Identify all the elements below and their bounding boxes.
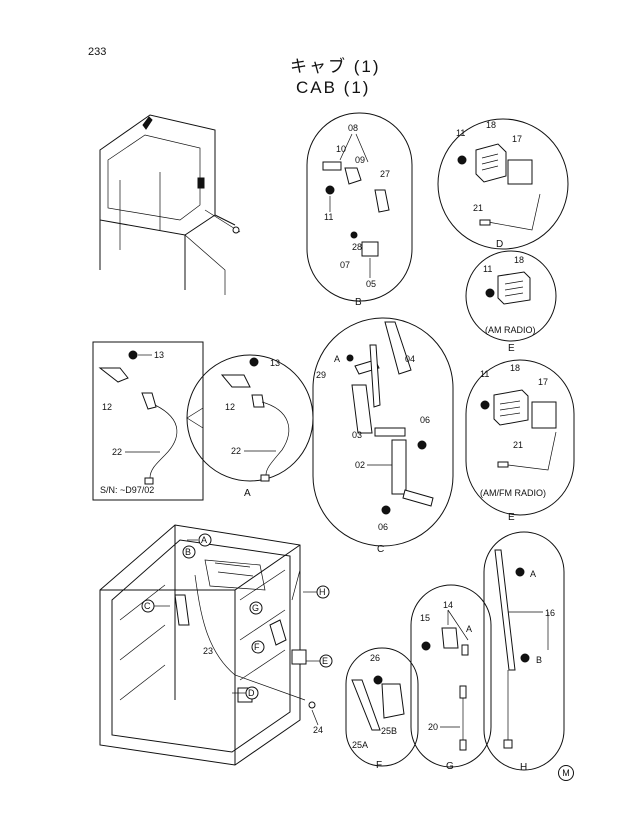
callout-h-b: B xyxy=(536,655,542,665)
callout-e2-18: 18 xyxy=(510,363,520,373)
callout-c-a: A xyxy=(334,354,340,364)
section-flags: A B C D E F G H xyxy=(141,533,333,700)
detail-a-label: A xyxy=(244,488,251,499)
detail-b: 08 10 09 27 11 07 28 05 B xyxy=(306,112,413,308)
callout-08: 08 xyxy=(348,123,358,133)
callout-c-06a: 06 xyxy=(420,415,430,425)
flag-h: H xyxy=(319,587,326,597)
callout-f-26: 26 xyxy=(370,653,380,663)
callout-f-25a: 25A xyxy=(352,740,368,750)
detail-g-label: G xyxy=(446,761,454,772)
detail-e2-label: E xyxy=(508,512,515,523)
callout-a-13: 13 xyxy=(270,358,280,368)
callout-box-12: 12 xyxy=(102,402,112,412)
callout-11: 11 xyxy=(324,212,333,222)
callout-h-16: 16 xyxy=(545,608,555,618)
callout-e2-11: 11 xyxy=(480,369,489,379)
callout-07: 07 xyxy=(340,260,350,270)
callout-g-14: 14 xyxy=(443,600,453,610)
callout-main-23: 23 xyxy=(203,646,213,656)
callout-09: 09 xyxy=(355,155,365,165)
callout-05: 05 xyxy=(366,279,376,289)
cab-overview-top xyxy=(99,114,241,295)
flag-c: C xyxy=(144,601,151,611)
detail-h: A 16 B H xyxy=(483,531,565,773)
callout-a-12: 12 xyxy=(225,402,235,412)
detail-a: 13 12 22 A xyxy=(186,354,314,499)
callout-c-03: 03 xyxy=(352,430,362,440)
callout-c-02: 02 xyxy=(355,460,365,470)
callout-h-a: A xyxy=(530,569,536,579)
callout-d-17: 17 xyxy=(512,134,522,144)
flag-b: B xyxy=(185,547,191,557)
callout-28: 28 xyxy=(352,242,362,252)
detail-f-label: F xyxy=(376,760,382,771)
callout-a-22: 22 xyxy=(231,446,241,456)
cab-overview-main: 23 24 xyxy=(99,524,323,766)
callout-g-a: A xyxy=(466,624,472,634)
callout-d-11: 11 xyxy=(456,128,465,138)
callout-e1-18: 18 xyxy=(514,255,524,265)
serial-detail-box: 13 12 22 S/N: ~D97/02 xyxy=(92,341,204,501)
detail-f: 26 25B 25A F xyxy=(345,647,419,771)
detail-e-amfm-radio: 11 18 17 21 (AM/FM RADIO) E xyxy=(465,359,575,523)
callout-main-24: 24 xyxy=(313,725,323,735)
callout-d-21: 21 xyxy=(473,203,483,213)
callout-box-22: 22 xyxy=(112,447,122,457)
callout-d-18: 18 xyxy=(486,120,496,130)
amfm-radio-caption: (AM/FM RADIO) xyxy=(480,488,546,498)
detail-c-label: C xyxy=(377,544,384,555)
detail-d-label: D xyxy=(496,239,503,250)
flag-a: A xyxy=(201,535,207,545)
callout-c-04: 04 xyxy=(405,354,415,364)
callout-27: 27 xyxy=(380,169,390,179)
flag-g: G xyxy=(252,603,259,613)
page-title-english: CAB (1) xyxy=(296,78,371,97)
callout-e2-17: 17 xyxy=(538,377,548,387)
corner-mark: M xyxy=(558,765,574,781)
page-number: 233 xyxy=(88,46,107,58)
page-title-japanese: キャブ (1) xyxy=(290,57,381,76)
callout-c-06b: 06 xyxy=(378,522,388,532)
callout-e1-11: 11 xyxy=(483,264,492,274)
callout-g-20: 20 xyxy=(428,722,438,732)
detail-e1-label: E xyxy=(508,343,515,354)
flag-f: F xyxy=(254,642,260,652)
callout-e2-21: 21 xyxy=(513,440,523,450)
detail-d: 11 18 17 21 D xyxy=(437,118,569,250)
detail-h-label: H xyxy=(520,762,527,773)
flag-d: D xyxy=(248,688,255,698)
callout-box-13: 13 xyxy=(154,350,164,360)
detail-e-am-radio: 11 18 (AM RADIO) E xyxy=(465,250,557,354)
serial-number: S/N: ~D97/02 xyxy=(100,485,154,495)
callout-f-25b: 25B xyxy=(381,726,397,736)
detail-c: A 04 29 03 06 02 06 C xyxy=(312,317,454,555)
callout-g-15: 15 xyxy=(420,613,430,623)
callout-10: 10 xyxy=(336,144,346,154)
detail-b-label: B xyxy=(355,297,362,308)
callout-c-29: 29 xyxy=(316,370,326,380)
detail-g: 14 15 A 20 G xyxy=(410,584,492,772)
am-radio-caption: (AM RADIO) xyxy=(485,325,536,335)
flag-e: E xyxy=(322,656,328,666)
